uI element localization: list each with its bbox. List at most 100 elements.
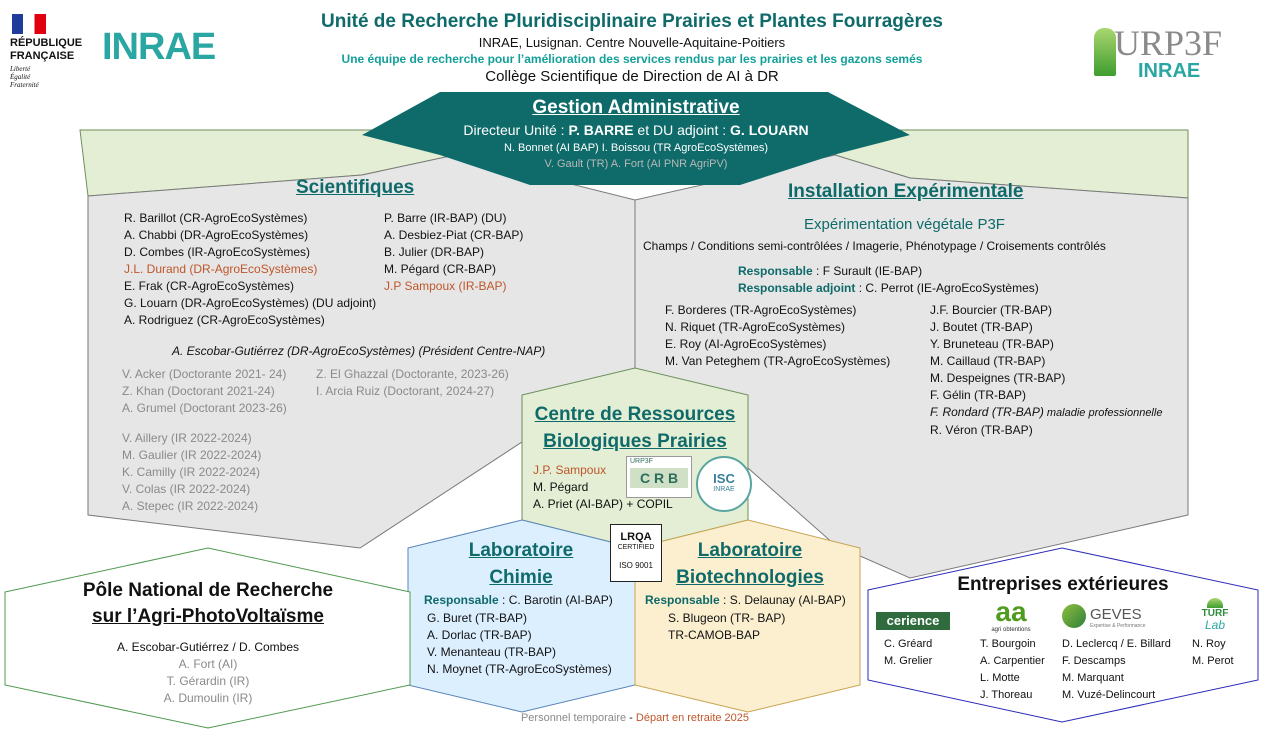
- cerience-member: M. Grelier: [884, 655, 933, 667]
- ir-item: V. Colas (IR 2022-2024): [122, 482, 251, 496]
- chimie-member: V. Menanteau (TR-BAP): [427, 645, 556, 659]
- motto-1: Liberté: [10, 65, 31, 73]
- director-name: P. BARRE: [568, 122, 634, 138]
- chimie-member: N. Moynet (TR-AgroEcoSystèmes): [427, 662, 612, 676]
- scientifique-item: B. Julier (DR-BAP): [384, 245, 485, 259]
- pole-title-line2: sur l’Agri-PhotoVoltaïsme: [92, 606, 324, 627]
- gestion-hexagon: [362, 92, 910, 185]
- agri-logo-sub: agri obtentions: [991, 627, 1031, 633]
- biotech-resp-value: : S. Delaunay (AI-BAP): [719, 593, 846, 607]
- ir-list: V. Aillery (IR 2022-2024) M. Gaulier (IR…: [122, 430, 261, 515]
- resp-value: : F Surault (IE-BAP): [812, 264, 923, 278]
- chimie-members: G. Buret (TR-BAP) A. Dorlac (TR-BAP) V. …: [427, 610, 612, 678]
- republique-line1: RÉPUBLIQUE: [10, 37, 83, 49]
- page-title: Unité de Recherche Pluridisciplinaire Pr…: [321, 11, 943, 32]
- scientifique-item: A. Chabbi (DR-AgroEcoSystèmes): [124, 228, 309, 242]
- scientifique-item: P. Barre (IR-BAP) (DU): [384, 211, 507, 225]
- page-tagline: Une équipe de recherche pour l’améliorat…: [341, 52, 923, 66]
- installation-item: E. Roy (AI-AgroEcoSystèmes): [665, 337, 827, 351]
- republique-line2: FRANÇAISE: [10, 50, 75, 62]
- gestion-staff: N. Bonnet (AI BAP) I. Boissou (TR AgroEc…: [503, 142, 769, 154]
- doctorants-col2: Z. El Ghazzal (Doctorante, 2023-26) I. A…: [316, 366, 509, 400]
- installation-item: M. Caillaud (TR-BAP): [930, 354, 1046, 368]
- crb-title-line2: Biologiques Prairies: [543, 431, 727, 452]
- biotech-resp-label: Responsable: [645, 593, 720, 607]
- isc-logo-text: ISC: [713, 471, 735, 486]
- geves-members: D. Leclercq / E. Billard F. Descamps M. …: [1062, 636, 1171, 704]
- chimie-title-line1: Laboratoire: [468, 540, 574, 561]
- turf-members: N. Roy M. Perot: [1192, 636, 1234, 670]
- agri-members: T. Bourgoin A. Carpentier L. Motte J. Th…: [980, 636, 1045, 704]
- biotech-title: Laboratoire Biotechnologies: [660, 537, 840, 591]
- scientifique-item: D. Combes (IR-AgroEcoSystèmes): [124, 245, 311, 259]
- crb-logo-text: C R B: [630, 468, 688, 488]
- motto-3: Fraternité: [10, 81, 39, 89]
- ir-item: M. Gaulier (IR 2022-2024): [122, 448, 262, 462]
- header-block: Unité de Recherche Pluridisciplinaire Pr…: [250, 10, 1014, 86]
- installation-resp-adj: Responsable adjoint : C. Perrot (IE-Agro…: [738, 281, 1039, 295]
- installation-description: Champs / Conditions semi-contrôlées / Im…: [643, 239, 1106, 253]
- lrqa-line1: LRQA: [620, 531, 652, 543]
- biotech-member: S. Blugeon (TR- BAP): [668, 611, 786, 625]
- installation-col2: J.F. Bourcier (TR-BAP) J. Boutet (TR-BAP…: [930, 302, 1162, 439]
- doctorant-item: I. Arcia Ruiz (Doctorant, 2024-27): [316, 384, 495, 398]
- turf-logo-text: TURF: [1201, 608, 1229, 619]
- scientifique-item: A. Rodriguez (CR-AgroEcoSystèmes): [124, 313, 325, 327]
- installation-item: M. Despeignes (TR-BAP): [930, 371, 1066, 385]
- gestion-block: Gestion Administrative Directeur Unité :…: [360, 96, 912, 172]
- rondard-name: F. Rondard (TR-BAP): [930, 405, 1044, 419]
- doctorant-item: Z. Khan (Doctorant 2021-24): [122, 384, 275, 398]
- biotech-hexagon: [634, 519, 861, 713]
- installation-item: Y. Bruneteau (TR-BAP): [930, 337, 1054, 351]
- lrqa-line3: ISO 9001: [619, 561, 653, 570]
- agri-member: T. Bourgoin: [980, 638, 1036, 650]
- geves-logo-text: GEVES: [1090, 606, 1142, 623]
- pole-lead: A. Escobar-Gutiérrez / D. Combes: [116, 640, 300, 654]
- installation-item: J.F. Bourcier (TR-BAP): [930, 303, 1053, 317]
- inrae-logo: INRAE: [102, 26, 216, 68]
- doctorant-item: A. Grumel (Doctorant 2023-26): [122, 401, 287, 415]
- installation-subtitle: Expérimentation végétale P3F: [804, 216, 1005, 233]
- isc-logo: ISC INRAE: [696, 456, 752, 512]
- urp3f-logo: URP3F INRAE: [1094, 22, 1254, 82]
- president-line: A. Escobar-Gutiérrez (DR-AgroEcoSystèmes…: [172, 344, 546, 358]
- crb-logo-top: URP3F: [630, 458, 653, 465]
- biotech-member: TR-CAMOB-BAP: [668, 628, 761, 642]
- lrqa-line2: CERTIFIED: [617, 544, 655, 551]
- scientifiques-title: Scientifiques: [296, 177, 415, 198]
- crb-title-line1: Centre de Ressources: [534, 404, 736, 425]
- pole-temp-member: A. Dumoulin (IR): [163, 691, 253, 705]
- installation-item: M. Van Peteghem (TR-AgroEcoSystèmes): [665, 354, 891, 368]
- republique-logo: RÉPUBLIQUE FRANÇAISE Liberté Égalité Fra…: [10, 14, 90, 89]
- biotech-title-line1: Laboratoire: [697, 540, 803, 561]
- scientifique-item-retiring: J.P Sampoux (IR-BAP): [384, 279, 507, 293]
- installation-item: R. Véron (TR-BAP): [930, 423, 1033, 437]
- geves-member: M. Marquant: [1062, 672, 1124, 684]
- legend-temp: Personnel temporaire: [520, 712, 627, 724]
- isc-logo-sub: INRAE: [713, 486, 735, 493]
- cerience-logo: cerience: [876, 612, 950, 630]
- pole-temp-member: A. Fort (AI): [178, 657, 238, 671]
- pole-title-line1: Pôle National de Recherche: [82, 580, 334, 601]
- pole-title: Pôle National de Recherche sur l’Agri-Ph…: [20, 578, 396, 630]
- crb-title: Centre de Ressources Biologiques Prairie…: [522, 401, 748, 455]
- scientifiques-col2: P. Barre (IR-BAP) (DU) A. Desbiez-Piat (…: [384, 210, 523, 295]
- college-line: Collège Scientifique de Direction de AI …: [485, 68, 779, 85]
- geves-circle-icon: [1062, 604, 1086, 628]
- lrqa-badge: LRQA CERTIFIED ISO 9001: [610, 524, 662, 582]
- agri-logo: aa agri obtentions: [976, 598, 1046, 634]
- pole-members: A. Escobar-Gutiérrez / D. Combes A. Fort…: [20, 639, 396, 707]
- chimie-member: A. Dorlac (TR-BAP): [427, 628, 532, 642]
- installation-item: F. Borderes (TR-AgroEcoSystèmes): [665, 303, 857, 317]
- urp3f-logo-text: URP3F: [1114, 23, 1223, 63]
- chimie-resp-value: : C. Barotin (AI-BAP): [498, 593, 613, 607]
- crb-member: M. Pégard: [533, 480, 589, 494]
- installation-resp: Responsable : F Surault (IE-BAP): [738, 264, 922, 278]
- legend: Personnel temporaire - Départ en retrait…: [440, 712, 830, 724]
- motto-2: Égalité: [10, 73, 31, 81]
- turf-member: N. Roy: [1192, 638, 1226, 650]
- page-subtitle: INRAE, Lusignan. Centre Nouvelle-Aquitai…: [478, 35, 786, 50]
- legend-sep: -: [626, 712, 636, 724]
- deputy-name: G. LOUARN: [730, 122, 809, 138]
- gestion-director-line: Directeur Unité : P. BARRE et DU adjoint…: [360, 120, 912, 140]
